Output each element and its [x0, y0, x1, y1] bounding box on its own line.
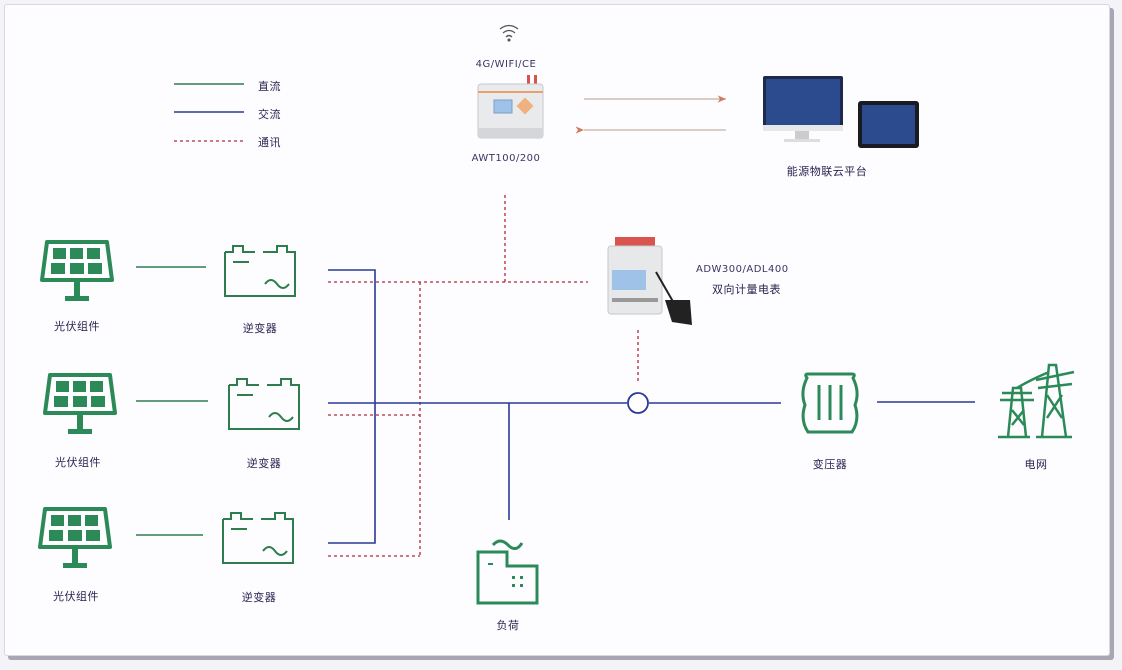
gateway-connectivity-label: 4G/WIFI/CE: [475, 59, 537, 70]
legend-dc-label: 直流: [258, 80, 281, 93]
cloud-platform-label: 能源物联云平台: [786, 165, 868, 178]
pv-panel-icon-1: [40, 240, 114, 301]
pv-label-1: 光伏组件: [54, 320, 100, 333]
grid-label: 电网: [1024, 458, 1048, 471]
inverter-label-1: 逆变器: [242, 322, 278, 335]
inverter-label-2: 逆变器: [246, 457, 282, 470]
transformer-icon: [801, 372, 859, 434]
grid-tower-icon: [998, 363, 1075, 439]
gateway-device-icon: [477, 75, 544, 139]
legend-comm-label: 通讯: [258, 136, 281, 149]
inverter-icon-3: [222, 512, 294, 564]
inverter-icon-1: [224, 245, 296, 297]
metering-point-icon: [627, 392, 649, 414]
legend-ac-label: 交流: [258, 108, 281, 121]
gateway-model-label: AWT100/200: [471, 153, 541, 164]
meter-description-label: 双向计量电表: [712, 283, 781, 296]
meter-device-icon: [607, 237, 692, 325]
pv-panel-icon-3: [38, 507, 112, 568]
load-label: 负荷: [496, 619, 520, 632]
inverter-label-3: 逆变器: [241, 591, 277, 604]
comm-lines: [328, 195, 639, 557]
ac-lines: [328, 269, 975, 544]
tablet-icon: [858, 101, 919, 148]
dc-lines: [136, 266, 208, 536]
inverter-icon-2: [228, 378, 300, 430]
pv-panel-icon-2: [43, 373, 117, 434]
pv-label-3: 光伏组件: [53, 590, 99, 603]
wifi-icon: [499, 24, 519, 42]
meter-model-label: ADW300/ADL400: [696, 264, 789, 275]
desktop-monitor-icon: [763, 76, 843, 142]
pv-label-2: 光伏组件: [55, 456, 101, 469]
transformer-label: 变压器: [812, 458, 848, 471]
load-factory-icon: [476, 539, 539, 605]
